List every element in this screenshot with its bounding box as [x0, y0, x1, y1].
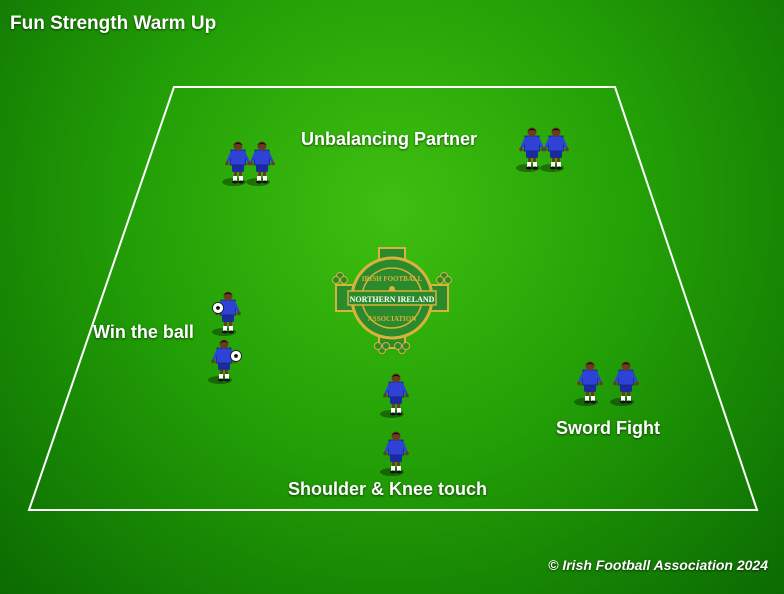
crest-band-text: NORTHERN IRELAND [350, 295, 435, 304]
player-icon [515, 127, 546, 173]
player-icon [379, 431, 410, 477]
player-group-unbalancing-left [221, 141, 276, 187]
label-shoulder-knee-touch: Shoulder & Knee touch [288, 479, 488, 499]
diagram-title: Fun Strength Warm Up [10, 13, 217, 34]
player-group-win-the-ball [207, 291, 242, 385]
shamrock-cross-crest-icon: NORTHERN IRELAND IRISH FOOTBALL ASSOCIAT… [332, 247, 452, 354]
player-icon [573, 361, 604, 407]
label-unbalancing-partner: Unbalancing Partner [301, 129, 478, 149]
player-group-sword-fight [573, 361, 640, 407]
label-win-the-ball: Win the ball [93, 322, 194, 342]
player-icon [539, 127, 570, 173]
player-group-unbalancing-right [515, 127, 570, 173]
crest-bottom-text: ASSOCIATION [368, 315, 417, 323]
player-icon [221, 141, 252, 187]
pitch-boundary [27, 86, 759, 511]
player-icon [211, 291, 242, 337]
crest-top-text: IRISH FOOTBALL [362, 275, 423, 283]
player-group-shoulder-knee [379, 373, 410, 477]
player-icon [609, 361, 640, 407]
player-icon [207, 339, 238, 385]
copyright-notice: © Irish Football Association 2024 [548, 557, 768, 573]
football-icon [230, 350, 242, 362]
football-icon [212, 302, 224, 314]
player-icon [245, 141, 276, 187]
player-icon [379, 373, 410, 419]
label-sword-fight: Sword Fight [556, 418, 660, 438]
